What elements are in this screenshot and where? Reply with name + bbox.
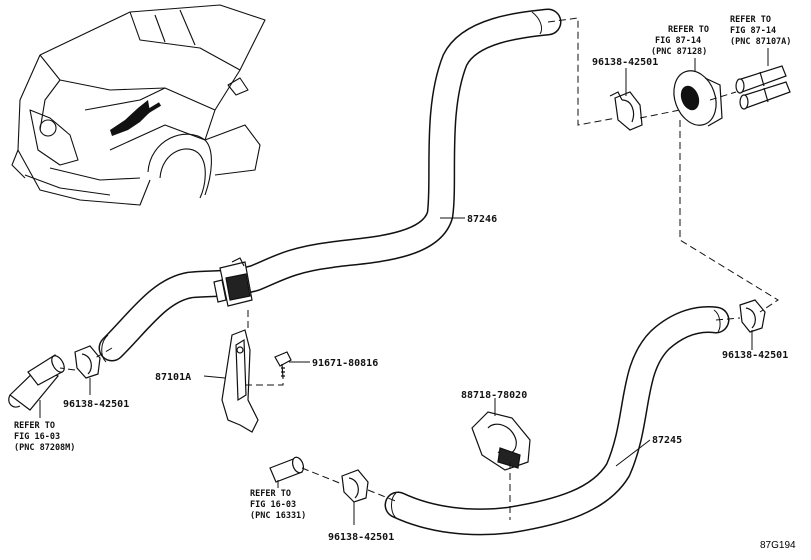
ref-top-right-line3: (PNC 87107A) xyxy=(730,37,791,47)
hose-clamp xyxy=(213,257,253,307)
bolt-91671-80816 xyxy=(274,351,292,379)
connection-lines xyxy=(59,17,779,520)
vehicle-illustration xyxy=(11,4,266,206)
pipe-bottom xyxy=(269,456,305,483)
pipe-left xyxy=(8,354,65,411)
ref-top-center-line3: (PNC 87128) xyxy=(651,47,707,57)
ref-bottom-line1: REFER TO xyxy=(250,489,291,499)
ref-left: REFER TO FIG 16-03 (PNC 87208M) xyxy=(14,421,75,453)
ref-top-right-line1: REFER TO xyxy=(730,15,771,25)
clip-left xyxy=(74,345,101,379)
ref-bottom-line2: FIG 16-03 xyxy=(250,500,296,510)
pipes-top-right xyxy=(735,65,791,110)
leader-lines xyxy=(39,48,769,525)
clip-right xyxy=(739,299,766,333)
label-87246: 87246 xyxy=(467,214,497,225)
ref-top-right: REFER TO FIG 87-14 (PNC 87107A) xyxy=(730,15,791,47)
label-87101a: 87101A xyxy=(155,372,191,383)
ref-bottom: REFER TO FIG 16-03 (PNC 16331) xyxy=(250,489,306,521)
label-88718-78020: 88718-78020 xyxy=(461,390,527,401)
clip-top xyxy=(609,91,643,131)
grommet xyxy=(673,70,723,127)
hose-87245 xyxy=(384,306,730,536)
label-87245: 87245 xyxy=(652,435,682,446)
ref-left-line1: REFER TO xyxy=(14,421,55,431)
clamp-holder-88718-78020 xyxy=(471,411,531,471)
bracket-87101a xyxy=(221,329,259,433)
ref-bottom-line3: (PNC 16331) xyxy=(250,511,306,521)
vehicle-hose-highlight xyxy=(110,100,162,136)
label-clip-top: 96138-42501 xyxy=(592,57,658,68)
label-clip-bottom: 96138-42501 xyxy=(328,532,394,543)
label-91671-80816: 91671-80816 xyxy=(312,358,378,369)
figure-code: 87G194 xyxy=(760,540,796,551)
hose-87246 xyxy=(98,8,562,363)
ref-top-right-line2: FIG 87-14 xyxy=(730,26,776,36)
ref-top-center-line2: FIG 87-14 xyxy=(655,36,701,46)
ref-top-center-line1: REFER TO xyxy=(668,25,709,35)
ref-left-line3: (PNC 87208M) xyxy=(14,443,75,453)
ref-top-center: REFER TO FIG 87-14 (PNC 87128) xyxy=(651,25,709,57)
ref-left-line2: FIG 16-03 xyxy=(14,432,60,442)
label-clip-left: 96138-42501 xyxy=(63,399,129,410)
clip-bottom xyxy=(341,469,369,503)
label-clip-right: 96138-42501 xyxy=(722,350,788,361)
